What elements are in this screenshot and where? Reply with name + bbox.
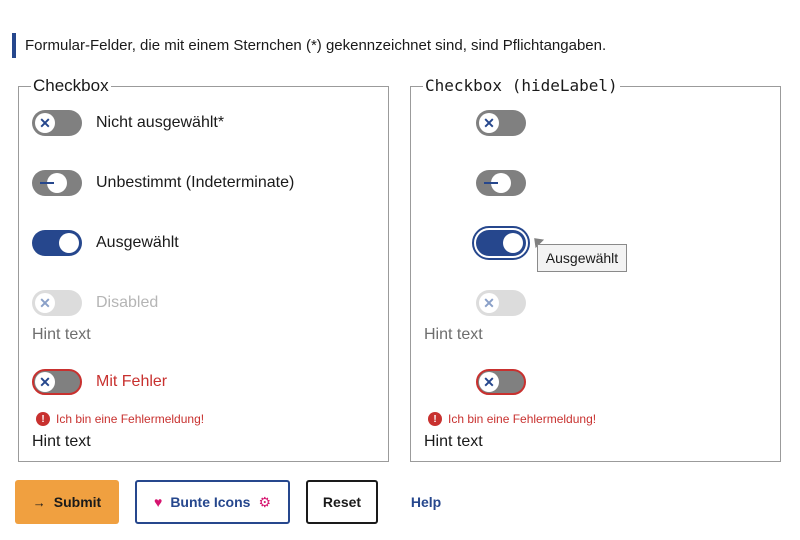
help-label: Help	[410, 494, 442, 510]
error-hint-text: Hint text	[424, 433, 483, 450]
toggle-disabled: ✕	[32, 290, 82, 316]
toggle-disabled-row: ✕ Disabled	[32, 290, 158, 316]
toggle-disabled-row: ✕	[476, 290, 526, 316]
toggle-error-row[interactable]: ✕	[476, 369, 526, 395]
bunte-icons-button[interactable]: ♥ Bunte Icons ⚙	[135, 480, 290, 524]
toggle-error[interactable]: ✕	[32, 369, 82, 395]
toggle-unchecked[interactable]: ✕	[32, 110, 82, 136]
dash-icon	[40, 182, 54, 184]
toggle-knob: ✕	[35, 372, 55, 392]
toggle-unchecked-label: Nicht ausgewählt*	[96, 114, 225, 131]
toggle-indeterminate-label: Unbestimmt (Indeterminate)	[96, 174, 295, 191]
toggle-indeterminate-row[interactable]: Unbestimmt (Indeterminate)	[32, 170, 294, 196]
toggle-knob: ✕	[479, 113, 499, 133]
toggle-unchecked-row[interactable]: ✕ Nicht ausgewählt*	[32, 110, 224, 136]
disabled-hint-text: Hint text	[424, 326, 483, 343]
fieldset-legend: Checkbox	[33, 76, 109, 95]
toggle-indeterminate[interactable]	[476, 170, 526, 196]
toggle-checked-row[interactable]	[472, 226, 530, 260]
error-message-text: Ich bin eine Fehlermeldung!	[448, 412, 597, 426]
exclamation-icon: !	[36, 412, 50, 426]
help-link[interactable]: Help	[398, 480, 454, 524]
toggle-disabled-label: Disabled	[96, 294, 159, 311]
toggle-knob	[59, 233, 79, 253]
required-fields-notice: Formular-Felder, die mit einem Sternchen…	[12, 33, 606, 58]
error-message: ! Ich bin eine Fehlermeldung!	[36, 412, 204, 426]
checkbox-fieldset: Checkbox	[18, 77, 389, 462]
bunte-icons-label: Bunte Icons	[170, 494, 251, 510]
error-message-text: Ich bin eine Fehlermeldung!	[56, 412, 205, 426]
toggle-unchecked-row[interactable]: ✕	[476, 110, 526, 136]
exclamation-icon: !	[428, 412, 442, 426]
toggle-knob: ✕	[479, 372, 499, 392]
close-icon: ✕	[39, 374, 51, 390]
reset-label: Reset	[322, 494, 362, 510]
toggle-checked-label: Ausgewählt	[96, 234, 179, 251]
toggle-indeterminate-row[interactable]	[476, 170, 526, 196]
toggle-unchecked[interactable]: ✕	[476, 110, 526, 136]
fieldset-legend: Checkbox (hideLabel)	[425, 76, 618, 95]
close-icon: ✕	[483, 115, 495, 131]
submit-button[interactable]: → Submit	[15, 480, 119, 524]
error-hint-text: Hint text	[32, 433, 91, 450]
heart-icon: ♥	[154, 494, 163, 510]
toggle-indeterminate[interactable]	[32, 170, 82, 196]
close-icon: ✕	[483, 374, 495, 390]
toggle-error[interactable]: ✕	[476, 369, 526, 395]
arrow-right-icon: →	[32, 494, 46, 510]
reset-button[interactable]: Reset	[306, 480, 378, 524]
close-icon: ✕	[483, 295, 495, 311]
toggle-knob	[40, 173, 67, 193]
dash-icon	[484, 182, 498, 184]
toggle-knob: ✕	[479, 293, 499, 313]
toggle-error-row[interactable]: ✕ Mit Fehler	[32, 369, 167, 395]
close-icon: ✕	[39, 115, 51, 131]
toggle-checked-row[interactable]: Ausgewählt	[32, 230, 179, 256]
tooltip: Ausgewählt	[537, 244, 627, 272]
toggle-knob: ✕	[35, 293, 55, 313]
toggle-checked[interactable]	[32, 230, 82, 256]
puzzle-icon: ⚙	[258, 493, 271, 510]
error-message: ! Ich bin eine Fehlermeldung!	[428, 412, 596, 426]
toggle-knob	[503, 233, 523, 253]
required-mark: *	[217, 114, 225, 131]
toggle-error-label: Mit Fehler	[96, 373, 168, 390]
close-icon: ✕	[39, 295, 51, 311]
toggle-knob	[484, 173, 511, 193]
toggle-disabled: ✕	[476, 290, 526, 316]
toggle-checked[interactable]	[472, 226, 530, 260]
disabled-hint-text: Hint text	[32, 326, 91, 343]
submit-label: Submit	[53, 494, 102, 510]
toggle-knob: ✕	[35, 113, 55, 133]
checkbox-hidelabel-fieldset: Checkbox (hideLabel)	[410, 77, 781, 462]
